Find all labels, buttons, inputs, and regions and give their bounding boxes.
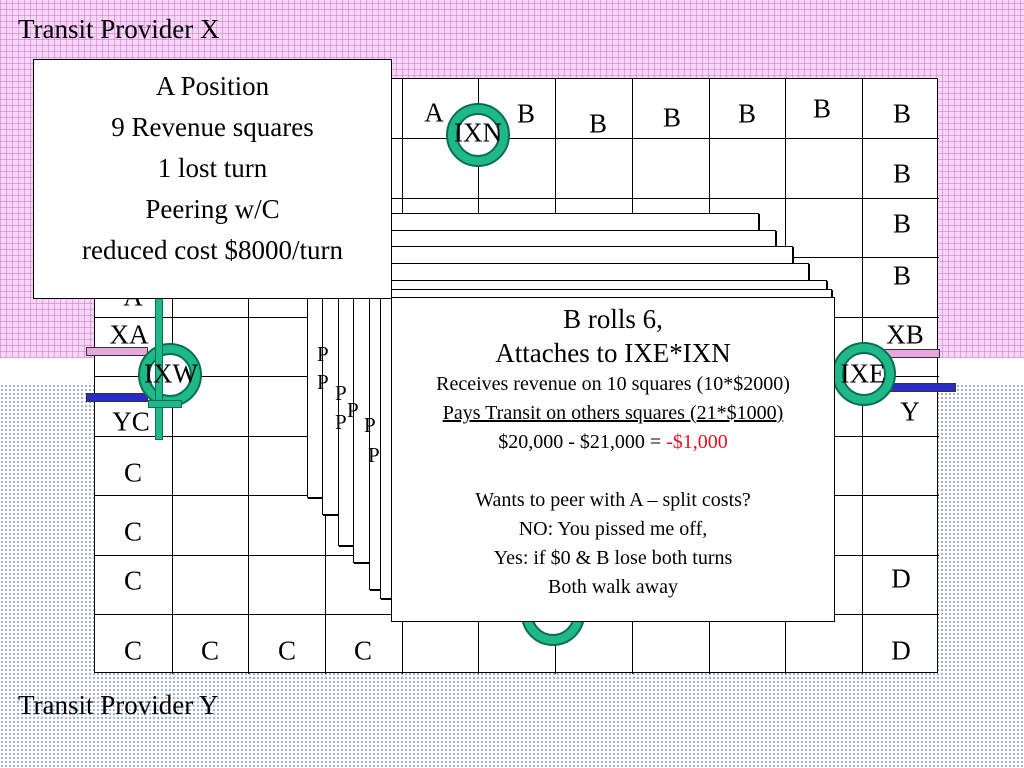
west-pink-link: [86, 347, 148, 356]
board-cell-label: C: [353, 635, 373, 666]
board-cell-label: B: [892, 98, 912, 129]
exchange-marker-hole: [148, 353, 192, 397]
b-card-revenue: Receives revenue on 10 squares (10*$2000…: [436, 373, 790, 395]
b-card-subtitle: Attaches to IXE*IXN: [495, 338, 731, 368]
a-card-lost-turn: 1 lost turn: [157, 153, 268, 183]
board-cell-label: C: [277, 635, 297, 666]
exchange-west-label: IXW: [144, 358, 198, 389]
exchange-marker-hole: [456, 113, 500, 157]
exchange-east-marker: [832, 342, 896, 406]
transit-provider-x-label: Transit Provider X: [18, 14, 220, 44]
board-cell-label: B: [516, 98, 536, 129]
west-horizontal-link: [148, 400, 182, 408]
b-card-net-value: -$1,000: [666, 431, 728, 453]
b-card-answer-yes: Yes: if $0 & B lose both turns: [493, 547, 733, 569]
board-cell-label: D: [891, 563, 911, 594]
grid-line: [95, 138, 939, 139]
a-position-card: A Position 9 Revenue squares 1 lost turn…: [33, 59, 392, 299]
exchange-north-marker: [446, 103, 510, 167]
board-cell-label: C: [123, 516, 143, 547]
exchange-marker-hole: [842, 352, 886, 396]
a-card-title: A Position: [155, 71, 270, 101]
a-card-revenue: 9 Revenue squares: [111, 112, 314, 142]
b-roll-card: B rolls 6, Attaches to IXE*IXN Receives …: [391, 297, 835, 622]
stacked-card-peek: P: [317, 342, 329, 366]
board-cell-label: C: [123, 565, 143, 596]
board-cell-label: Y: [900, 396, 920, 427]
board-cell-label: B: [892, 260, 912, 291]
board-cell-label: B: [737, 98, 757, 129]
board-cell-label: B: [588, 108, 608, 139]
board-cell-label: B: [662, 102, 682, 133]
board-cell-label: C: [123, 457, 143, 488]
b-card-spacer: [392, 457, 834, 486]
grid-line: [95, 198, 939, 199]
stacked-card-peek: P: [347, 398, 359, 422]
stacked-card-peek: P: [335, 410, 347, 434]
b-card-net-prefix: $20,000 - $21,000 =: [498, 431, 667, 453]
b-card-answer-no: NO: You pissed me off,: [518, 518, 708, 540]
b-card-question: Wants to peer with A – split costs?: [475, 489, 751, 511]
b-card-net: $20,000 - $21,000 = -$1,000: [392, 428, 834, 457]
board-cell-label: YC: [112, 406, 150, 437]
stacked-card-peek: P: [335, 381, 347, 405]
b-card-title: B rolls 6,: [563, 304, 663, 334]
b-card-outcome: Both walk away: [548, 576, 678, 598]
board-cell-label: C: [200, 635, 220, 666]
stacked-card-peek: P: [368, 443, 380, 467]
board-cell-label: XA: [109, 319, 149, 350]
west-blue-link: [86, 393, 148, 402]
board-cell-label: C: [123, 635, 143, 666]
board-cell-label: B: [812, 93, 832, 124]
board-cell-label: D: [891, 635, 911, 666]
a-card-cost: reduced cost $8000/turn: [82, 235, 343, 265]
stacked-card-peek: P: [364, 413, 376, 437]
board-cell-label: A: [424, 97, 444, 128]
b-card-transit: Pays Transit on others squares (21*$1000…: [442, 402, 784, 424]
transit-provider-y-label: Transit Provider Y: [18, 690, 219, 720]
a-card-peering: Peering w/C: [145, 194, 280, 224]
board-cell-label: XB: [886, 319, 924, 350]
stacked-card-peek: P: [317, 370, 329, 394]
board-cell-label: B: [892, 158, 912, 189]
exchange-east-label: IXE: [840, 358, 886, 389]
board-cell-label: B: [892, 208, 912, 239]
exchange-north-label: IXN: [454, 117, 502, 148]
